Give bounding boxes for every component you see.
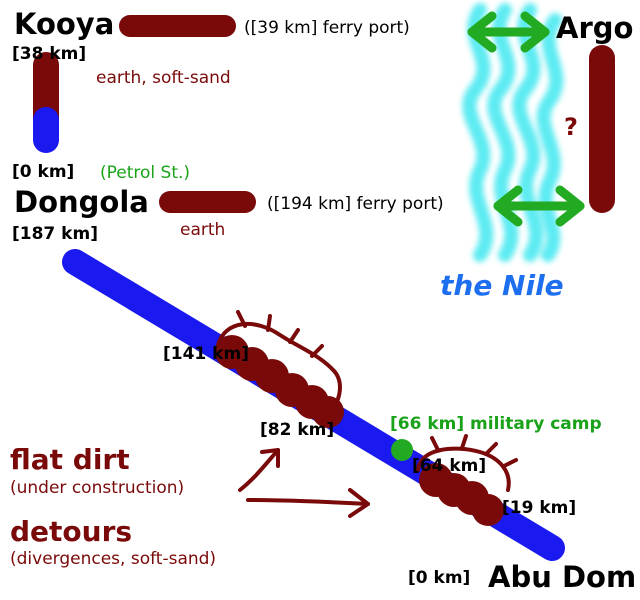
flat-dirt-section-south [419, 463, 504, 526]
km-petrol: [0 km] [12, 162, 75, 182]
river-label: the Nile [440, 269, 564, 302]
ferry-port-39-label: ([39 km] ferry port) [244, 18, 410, 38]
ferry-arrow-194 [493, 185, 585, 227]
legend-arrows [238, 448, 370, 518]
military-camp-label: [66 km] military camp [390, 414, 602, 434]
kooya-road-surface-label: earth, soft-sand [96, 68, 231, 88]
ferry-port-194-label: ([194 km] ferry port) [267, 194, 444, 214]
km-dongola: [187 km] [12, 224, 98, 244]
dongola-road-surface-label: earth [180, 220, 226, 240]
town-kooya: Kooya [14, 7, 115, 41]
km-82: [82 km] [260, 420, 335, 440]
town-abu-dom: Abu Dom [488, 560, 637, 594]
km-141: [141 km] [163, 344, 249, 364]
km-19: [19 km] [502, 498, 577, 518]
detour-south [416, 434, 518, 492]
km-kooya: [38 km] [12, 44, 87, 64]
km-abu-dom: [0 km] [408, 568, 471, 588]
legend-flat-dirt-sub: (under construction) [10, 478, 185, 498]
ferry-arrow-39 [467, 11, 550, 53]
legend-flat-dirt: flat dirt [10, 443, 130, 476]
petrol-station-label: (Petrol St.) [100, 163, 191, 183]
unknown-road-mark: ? [564, 113, 578, 141]
legend-detours: detours [10, 515, 133, 548]
detour-north [216, 310, 342, 414]
legend-detours-sub: (divergences, soft-sand) [10, 549, 217, 569]
km-64: [64 km] [412, 456, 487, 476]
town-argo: Argo [556, 11, 634, 45]
military-camp-marker [391, 439, 413, 461]
town-dongola: Dongola [14, 185, 149, 219]
